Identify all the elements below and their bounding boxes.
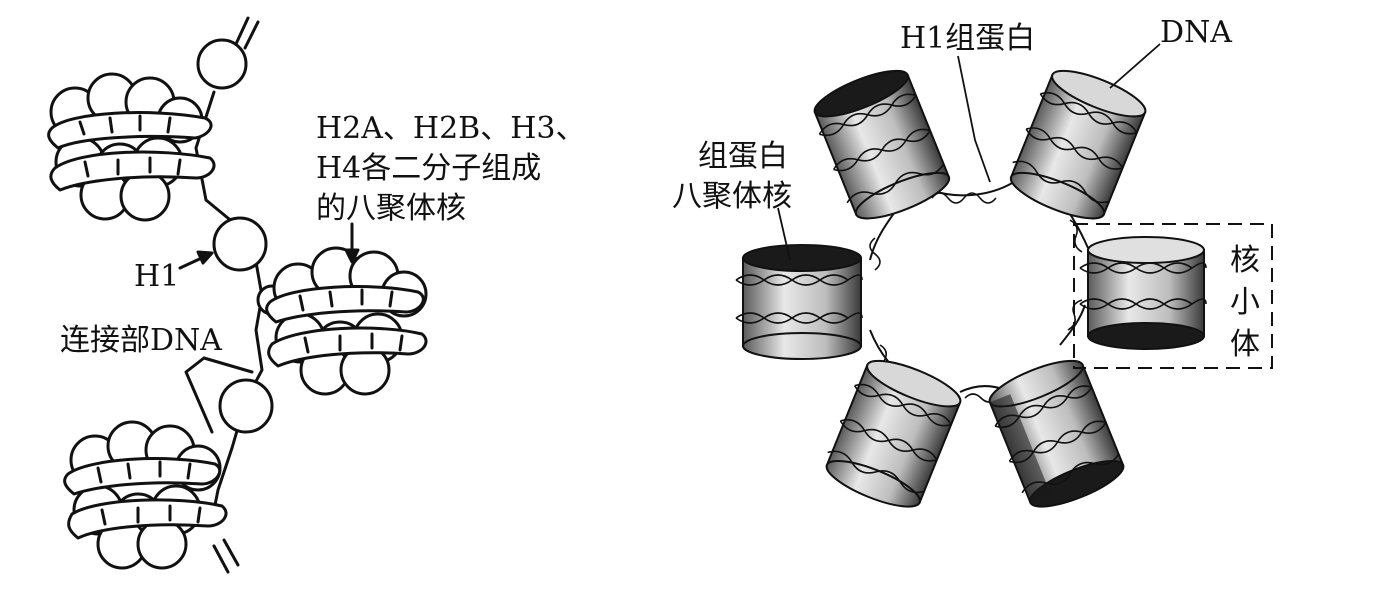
histone-octamer-label-line1: 组蛋白 (698, 139, 788, 174)
octamer-arrowhead (344, 248, 360, 264)
nucleosome-2 (265, 246, 428, 396)
octamer-leader (777, 207, 791, 261)
octamer-core-label-line3: 的八聚体核 (316, 191, 466, 226)
h1-label: H1 (134, 259, 179, 294)
linker-bead (218, 378, 274, 434)
chromatin-fiber (194, 16, 264, 574)
dna-label: DNA (1160, 15, 1232, 50)
dna-leader (1109, 43, 1161, 89)
nucleosome-cylinder-4 (1079, 236, 1207, 350)
nucleosome-cylinder-1 (813, 69, 951, 220)
solenoid-center (875, 182, 1095, 402)
dna-wrap (267, 326, 428, 368)
octamer-core-label-line2: H4各二分子组成 (316, 151, 541, 186)
nucleosome-cylinder-2 (1009, 69, 1147, 220)
nucleosome-cylinder-5 (825, 359, 962, 508)
nucleosome-3 (63, 420, 228, 570)
left-panel-beads-on-string (47, 16, 428, 574)
nucleosome-1 (47, 72, 216, 222)
octamer-core-label-line1: H2A、H2B、H3、 (316, 111, 585, 146)
linker-bead (196, 38, 248, 90)
linker-beads (196, 38, 288, 434)
linker-bead (212, 216, 268, 272)
dna-wrap (63, 457, 222, 496)
right-panel-solenoid (735, 43, 1273, 508)
nucleosome-label-char2: 小 (1230, 285, 1260, 320)
dna-wrap (47, 111, 213, 150)
linker-leader-2 (202, 356, 254, 374)
nucleosome-cylinder-3 (735, 244, 863, 360)
linker-leader-1 (184, 356, 214, 434)
histone-octamer-label-line2: 八聚体核 (672, 179, 792, 214)
nucleosome-label-char3: 体 (1230, 327, 1260, 362)
dna-wrap (265, 285, 425, 324)
dna-wrap (49, 150, 216, 192)
nucleosome-label-char1: 核 (1230, 243, 1260, 278)
h1-histone-leader (957, 55, 991, 183)
nucleosome-dashed-box (1073, 223, 1273, 369)
linker-dna-label: 连接部DNA (60, 323, 222, 358)
nucleosome-cylinder-6 (988, 359, 1125, 508)
h1-histone-label: H1组蛋白 (900, 21, 1035, 56)
h1-arrowhead (196, 250, 214, 265)
dna-wrap (67, 498, 228, 540)
